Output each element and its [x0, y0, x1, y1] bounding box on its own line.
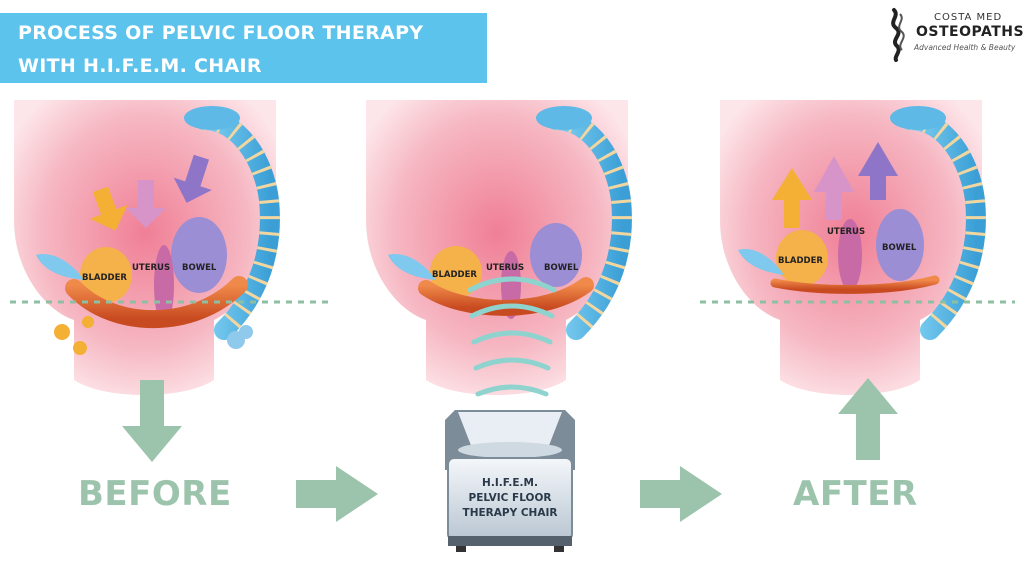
logo-main-text: OSTEOPATHS — [916, 24, 1024, 40]
logo-top-text: COSTA MED — [934, 12, 1003, 23]
uterus-shape — [154, 245, 174, 325]
bladder-shape — [776, 230, 828, 286]
up-arrow-icon — [814, 156, 854, 220]
bowel-label: BOWEL — [882, 243, 917, 253]
bowel-shape — [171, 217, 227, 293]
brand-logo: COSTA MED OSTEOPATHS Advanced Health & B… — [884, 6, 1024, 62]
panel-after: BLADDER UTERUS BOWEL — [720, 100, 982, 395]
pelvic-floor-muscle — [770, 275, 940, 294]
chair-label: H.I.F.E.M. PELVIC FLOOR THERAPY CHAIR — [448, 476, 572, 521]
title-line-1: PROCESS OF PELVIC FLOOR THERAPY — [18, 22, 424, 44]
after-label: AFTER — [793, 474, 918, 514]
right-arrow-icon — [296, 466, 378, 522]
chair-label-line-1: H.I.F.E.M. — [482, 477, 538, 489]
bladder-label: BLADDER — [432, 270, 477, 280]
logo-sub-text: Advanced Health & Beauty — [914, 43, 1016, 52]
uterus-label: UTERUS — [132, 263, 170, 273]
bladder-label: BLADDER — [778, 256, 823, 266]
hifem-chair — [445, 410, 575, 552]
chair-label-line-2: PELVIC FLOOR — [468, 492, 552, 504]
bowel-shape — [876, 209, 924, 281]
up-arrow-icon — [858, 142, 898, 200]
spine-logo-icon — [891, 8, 905, 62]
pelvic-floor-muscle — [65, 276, 248, 329]
bowel-label: BOWEL — [544, 263, 579, 273]
bladder-label: BLADDER — [82, 273, 127, 283]
panel-before: BLADDER UTERUS BOWEL — [14, 100, 276, 395]
after-up-arrow-icon — [838, 378, 898, 460]
before-label: BEFORE — [78, 474, 232, 514]
chair-label-line-3: THERAPY CHAIR — [462, 507, 558, 519]
bladder-shape — [430, 246, 482, 298]
up-arrow-icon — [772, 168, 812, 228]
title-line-2: WITH H.I.F.E.M. CHAIR — [18, 55, 262, 77]
down-arrow-icon — [126, 180, 166, 228]
bowel-label: BOWEL — [182, 263, 217, 273]
title-banner — [0, 13, 487, 83]
panel-during: BLADDER UTERUS BOWEL — [366, 100, 628, 395]
uterus-shape — [838, 219, 862, 291]
uterus-label: UTERUS — [827, 227, 865, 237]
down-arrow-icon — [89, 186, 128, 231]
down-arrow-icon — [173, 154, 212, 203]
uterus-label: UTERUS — [486, 263, 524, 273]
right-arrow-icon — [640, 466, 722, 522]
before-down-arrow-icon — [122, 380, 182, 462]
bladder-shape — [80, 247, 132, 303]
bowel-shape — [530, 223, 582, 287]
